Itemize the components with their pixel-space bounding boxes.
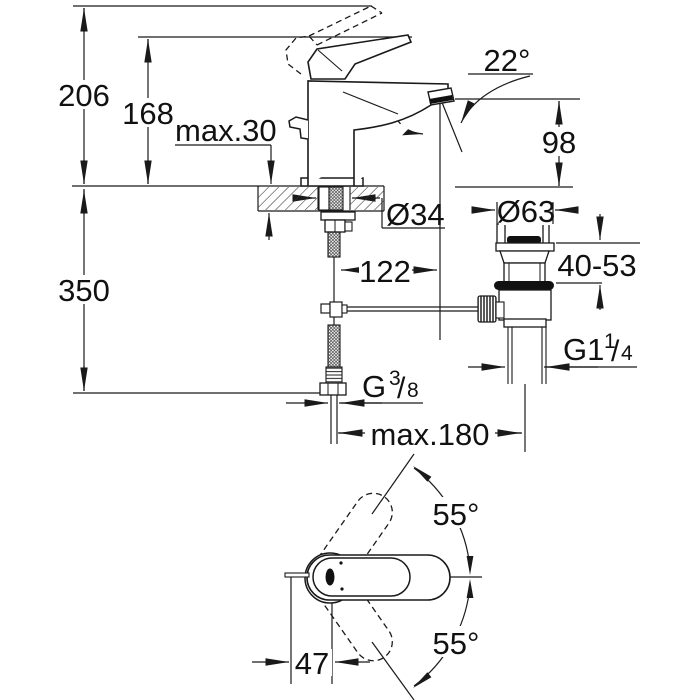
shank-thread-upper — [328, 186, 344, 211]
drain-body — [498, 289, 552, 321]
rod-clamp-right — [341, 304, 348, 314]
handle-side — [307, 34, 413, 80]
horizontal-linkage-rod — [347, 306, 478, 312]
drain-taper — [499, 250, 550, 264]
faucet-base — [300, 177, 364, 187]
nut-step — [344, 221, 353, 232]
handle-outline-top — [312, 557, 411, 597]
dim-supply-thread-label: G 3 / 8 — [362, 367, 419, 405]
drain-plug-cap — [507, 236, 541, 244]
dim-drain-thread-label: G1 1 / 4 — [563, 330, 633, 368]
shank-sleeve — [318, 186, 330, 211]
dim-adjust-range-label: 40-53 — [557, 248, 636, 283]
dim-handle-height-label: 168 — [122, 96, 174, 131]
svg-text:G: G — [362, 369, 386, 404]
braided-hose — [327, 324, 341, 368]
svg-text:G1: G1 — [563, 332, 604, 367]
drain-rim — [495, 242, 555, 252]
handle-raised-dashed — [285, 5, 383, 75]
dim-spout-reach-label: 122 — [359, 254, 411, 289]
dim-supply-spread-label: max.180 — [371, 417, 490, 452]
dim-spout-height-label: 98 — [542, 125, 576, 160]
drain-collar — [503, 318, 547, 328]
svg-text:3: 3 — [389, 367, 401, 390]
svg-text:/: / — [611, 335, 620, 368]
counter-hatch-left — [258, 187, 318, 210]
spout-crease — [342, 91, 399, 115]
faucet-body — [307, 80, 449, 186]
counter-hatch-right — [350, 187, 384, 210]
handle-mark — [325, 568, 335, 586]
washer — [320, 211, 356, 221]
top-view — [284, 453, 474, 700]
dim-below-deck-label: 350 — [58, 273, 110, 308]
pop-up-rod-top — [284, 572, 310, 578]
pop-up-lever — [288, 116, 309, 140]
rod-clamp-left — [320, 303, 331, 314]
knob-connector — [495, 301, 505, 319]
svg-text:1: 1 — [604, 330, 616, 353]
swivel-rays — [371, 453, 415, 700]
rod-clamp — [329, 301, 343, 318]
dim-deck-thickness-label: max.30 — [175, 113, 277, 148]
aerator-slot — [429, 95, 453, 104]
supply-pipe — [330, 395, 338, 444]
drain-assembly — [477, 223, 555, 384]
dim-swivel-down-label: 55° — [433, 626, 480, 661]
dimension-arrows — [80, 8, 604, 666]
dim-rod-offset-label: 47 — [295, 646, 329, 681]
drain-neck — [503, 262, 546, 283]
handle-crease — [317, 49, 343, 72]
supply-chain — [318, 186, 478, 444]
drain-oring — [494, 281, 554, 290]
svg-text:8: 8 — [407, 379, 419, 402]
mounting-hole — [317, 187, 351, 210]
side-view — [258, 5, 455, 210]
label-backgrounds — [57, 80, 580, 676]
dimension-labels: 206 168 max.30 350 Ø34 98 22° 122 Ø63 40… — [58, 43, 637, 681]
dim-hole-diameter-label: Ø34 — [386, 197, 445, 232]
dim-swivel-up-label: 55° — [433, 497, 480, 532]
dim-spout-angle-label: 22° — [484, 43, 531, 78]
shank-thread-lower — [327, 231, 341, 258]
hose-fitting — [325, 366, 343, 384]
dim-flange-diameter-label: Ø63 — [497, 194, 556, 229]
drain-knurled-knob — [477, 295, 497, 323]
svg-text:4: 4 — [621, 342, 633, 365]
hose-nut — [319, 382, 347, 396]
dim-total-height-label: 206 — [58, 78, 110, 113]
drain-tailpipe — [507, 327, 547, 384]
svg-text:/: / — [397, 372, 406, 405]
